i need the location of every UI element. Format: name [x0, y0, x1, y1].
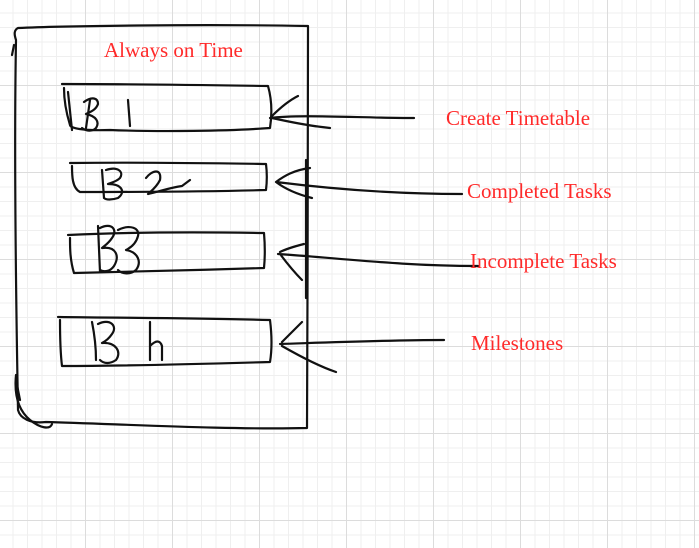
connector-4 [278, 320, 446, 374]
app-title: Always on Time [104, 38, 243, 62]
box-b3 [66, 231, 266, 275]
box-b1-text [66, 90, 132, 132]
connector-3 [276, 242, 480, 282]
box-b1 [60, 82, 273, 133]
label-create-timetable: Create Timetable [446, 106, 591, 130]
box-b3-text [96, 224, 140, 275]
box-b4 [56, 315, 273, 368]
box-b2 [68, 161, 268, 194]
box-b4-text [90, 320, 164, 365]
box-b2-text [100, 167, 192, 201]
label-completed-tasks: Completed Tasks [467, 179, 612, 203]
frame-left-scribble [10, 43, 54, 429]
label-incomplete-tasks: Incomplete Tasks [470, 249, 617, 273]
app-frame [13, 24, 310, 430]
connector-2 [274, 166, 464, 200]
label-milestones: Milestones [471, 331, 564, 355]
connector-1 [268, 94, 416, 130]
